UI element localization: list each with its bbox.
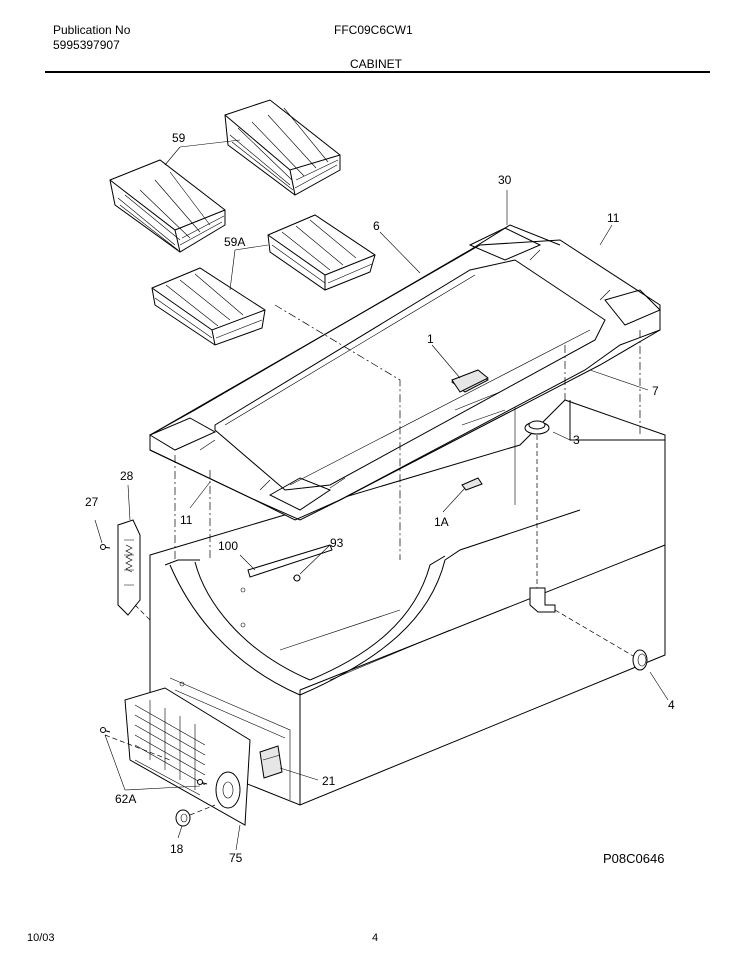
lid-handle-1 xyxy=(451,369,489,393)
label-7: 7 xyxy=(652,384,659,398)
page-number: 4 xyxy=(372,932,379,944)
header-rule xyxy=(45,71,710,73)
screw-62a-right xyxy=(197,779,208,785)
label-27: 27 xyxy=(85,495,99,509)
hinge-28 xyxy=(117,519,141,616)
plug-18 xyxy=(175,809,191,827)
label-1a: 1A xyxy=(434,515,449,529)
label-75: 75 xyxy=(229,851,243,865)
label-30: 30 xyxy=(498,173,512,187)
trim-strip-100 xyxy=(247,544,333,578)
screw-93 xyxy=(293,574,301,582)
drawing-code: P08C0646 xyxy=(603,851,665,866)
section-title: CABINET xyxy=(350,57,403,71)
part-labels: 59 59A 30 6 11 1 7 3 28 27 11 1A 100 93 … xyxy=(85,131,675,865)
label-11-top: 11 xyxy=(607,211,620,225)
basket-59a-lower xyxy=(151,267,266,346)
publication-label: Publication No xyxy=(53,23,131,37)
guide-lines xyxy=(104,304,641,816)
screw-27 xyxy=(100,544,111,550)
cabinet-body xyxy=(149,395,666,806)
label-11-bottom: 11 xyxy=(180,513,193,527)
basket-59a-upper xyxy=(267,214,376,291)
publication-number: 5995397907 xyxy=(53,38,120,52)
label-4: 4 xyxy=(668,698,675,712)
label-93: 93 xyxy=(330,536,344,550)
drain-plug-3 xyxy=(524,420,550,435)
thermostat-21 xyxy=(259,745,283,779)
label-28: 28 xyxy=(120,469,134,483)
label-1: 1 xyxy=(427,332,434,346)
footer-date: 10/03 xyxy=(27,932,55,944)
label-21: 21 xyxy=(322,774,336,788)
screw-62a-left xyxy=(100,727,111,733)
model-number: FFC09C6CW1 xyxy=(334,23,413,37)
drain-tube xyxy=(529,435,641,661)
label-100: 100 xyxy=(218,539,238,553)
label-6: 6 xyxy=(373,219,380,233)
basket-59-right xyxy=(224,99,341,196)
label-59a: 59A xyxy=(224,235,245,249)
lid-frame xyxy=(148,224,661,521)
basket-59-left xyxy=(109,159,226,253)
label-18: 18 xyxy=(170,842,184,856)
label-59: 59 xyxy=(172,131,186,145)
label-3: 3 xyxy=(573,433,580,447)
grille-75 xyxy=(124,687,251,826)
leader-lines xyxy=(94,139,669,851)
label-62a: 62A xyxy=(115,792,136,806)
drain-cap-4 xyxy=(632,649,648,671)
